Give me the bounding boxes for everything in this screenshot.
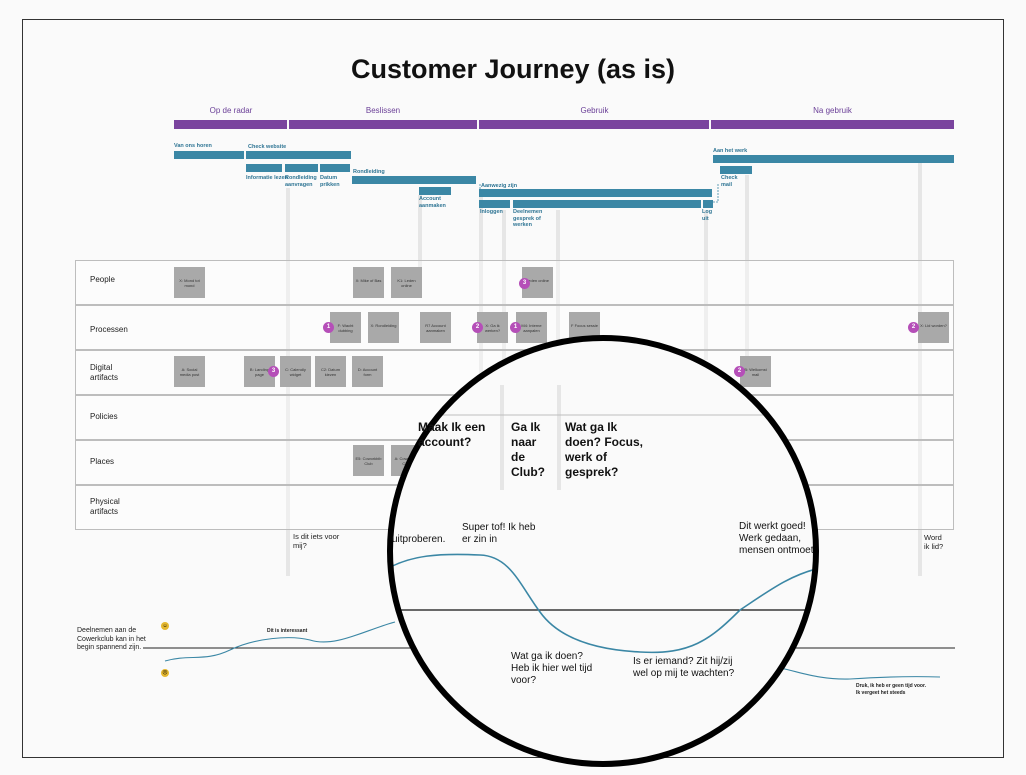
timeline-label-check-website: Check website bbox=[248, 144, 287, 150]
magnifier-quote-wat-ga-ik: Wat ga ik doen? Heb ik hier wel tijd voo… bbox=[511, 651, 593, 686]
touchpoint-card: A: Social media post bbox=[174, 356, 205, 387]
pain-point-dot: 3 bbox=[519, 278, 530, 289]
timeline-label-rondleiding-aanvragen: Rondleiding aanvragen bbox=[285, 175, 317, 188]
timeline-label-check-mail: Check mail bbox=[721, 175, 738, 188]
lane-label-processen: Processen bbox=[90, 325, 128, 334]
timeline-label-account-aanmaken: Account aanmaken bbox=[419, 196, 446, 209]
timeline-bar-aanwezig-zijn bbox=[479, 189, 712, 197]
lane-label-places: Places bbox=[90, 457, 115, 466]
question-word-ik-lid: Word ik lid? bbox=[924, 533, 944, 551]
magnifier-quote-is-er-iemand: Is er iemand? Zit hij/zij wel op mij te … bbox=[633, 656, 735, 679]
touchpoint-card: X: Mike of Bas bbox=[353, 267, 384, 298]
touchpoint-card: F: Wacht dubbing bbox=[330, 312, 361, 343]
magnifier-question-focus: Wat ga Ik doen? Focus, werk of gesprek? bbox=[565, 420, 643, 479]
touchpoint-card: X: Lid worden? bbox=[918, 312, 949, 343]
timeline-label-log-uit: Log uit bbox=[702, 209, 713, 222]
timeline-bar-check-mail bbox=[720, 166, 752, 174]
touchpoint-card: D: Account form bbox=[352, 356, 383, 387]
magnifier-quote-dit-werkt: Dit werkt goed! Werk gedaan, mensen ontm… bbox=[739, 521, 814, 556]
magnifier-quote-super-tof: Super tof! Ik heb er zin in bbox=[462, 522, 536, 545]
timeline-label-aanwezig-zijn: Aanwezig zijn bbox=[481, 183, 518, 189]
lane-label-digital-artifacts: Digital artifacts bbox=[90, 363, 119, 382]
touchpoint-card: E5: Coworkbib Club bbox=[353, 445, 384, 476]
phase-label-na-gebruik: Na gebruik bbox=[813, 106, 852, 115]
pain-point-dot: 1 bbox=[323, 322, 334, 333]
timeline-label-rondleiding: Rondleiding bbox=[353, 169, 385, 175]
magnifier-question-club: Ga Ik naar de Club? bbox=[511, 420, 545, 479]
question-is-dit-iets: Is dit iets voor mij? bbox=[293, 532, 340, 550]
guide-line bbox=[704, 210, 708, 360]
magnifier-quote-uitproberen: uitproberen. bbox=[392, 534, 446, 545]
pain-point-dot: 2 bbox=[472, 322, 483, 333]
timeline-label-deelnemen: Deelnemen gesprek of werken bbox=[513, 209, 543, 228]
frown-icon: ☹ bbox=[161, 669, 169, 677]
timeline-bar-rondleiding-aanvragen bbox=[285, 164, 318, 172]
touchpoint-card: B: Welkomst mail bbox=[740, 356, 771, 387]
touchpoint-card: C: Calendly widget bbox=[280, 356, 311, 387]
timeline-bar-inloggen bbox=[479, 200, 510, 208]
touchpoint-card: R7 Account aanmaken bbox=[420, 312, 451, 343]
guide-line bbox=[918, 163, 922, 576]
phase-bar-na-gebruik bbox=[711, 120, 954, 129]
quote-druk: Druk, ik heb er geen tijd voor. Ik verge… bbox=[856, 683, 927, 696]
guide-line bbox=[418, 195, 422, 295]
quote-dit-is-interessant: Dit is interessant bbox=[267, 628, 308, 634]
magnifier-question-account: Maak Ik een account? bbox=[418, 420, 486, 449]
pain-point-dot: 1 bbox=[510, 322, 521, 333]
timeline-bar-rondleiding bbox=[352, 176, 476, 184]
touchpoint-card: C2: Datum kiezen bbox=[315, 356, 346, 387]
pain-point-dot: 3 bbox=[268, 366, 279, 377]
timeline-label-van-ons-horen: Van ons horen bbox=[174, 143, 212, 149]
page-title: Customer Journey (as is) bbox=[350, 54, 676, 84]
timeline-bar-log-uit bbox=[703, 200, 713, 208]
timeline-bar-aan-het-werk bbox=[713, 155, 954, 163]
phase-bar-gebruik bbox=[479, 120, 709, 129]
touchpoint-card: X: Rondleiding bbox=[368, 312, 399, 343]
phase-bar-op-de-radar bbox=[174, 120, 287, 129]
timeline-bar-van-ons-horen bbox=[174, 151, 244, 159]
timeline-label-datum-prikken: Datum prikken bbox=[320, 175, 340, 188]
touchpoint-card: X: Mond tot mond bbox=[174, 267, 205, 298]
timeline-bar-check-website bbox=[246, 151, 351, 159]
timeline-connector bbox=[479, 184, 719, 203]
phase-label-beslissen: Beslissen bbox=[365, 106, 401, 115]
phase-bar-beslissen bbox=[289, 120, 477, 129]
lane-people bbox=[75, 260, 954, 305]
timeline-label-aan-het-werk: Aan het werk bbox=[713, 148, 748, 154]
emotion-description: Deelnemen aan de Cowerkclub kan in het b… bbox=[77, 627, 146, 651]
guide-line bbox=[745, 175, 749, 365]
timeline-bar-deelnemen bbox=[513, 200, 701, 208]
timeline-label-inloggen: Inloggen bbox=[480, 209, 503, 215]
timeline-label-informatie-lezen: Informatie lezen bbox=[246, 175, 288, 181]
timeline-bar-datum-prikken bbox=[320, 164, 350, 172]
touchpoint-card: M4: Interne aanpalen bbox=[516, 312, 547, 343]
pain-point-dot: 2 bbox=[734, 366, 745, 377]
smile-icon: ☺ bbox=[161, 622, 169, 630]
phase-label-gebruik: Gebruik bbox=[580, 106, 609, 115]
touchpoint-card: K1: Leden online bbox=[391, 267, 422, 298]
lane-label-physical-artifacts: Physical artifacts bbox=[90, 497, 120, 516]
timeline-bar-account-aanmaken bbox=[419, 187, 451, 195]
lane-label-people: People bbox=[90, 275, 115, 284]
lane-label-policies: Policies bbox=[90, 412, 118, 421]
phase-label-op-de-radar: Op de radar bbox=[209, 106, 253, 115]
timeline-bar-informatie-lezen bbox=[246, 164, 282, 172]
pain-point-dot: 2 bbox=[908, 322, 919, 333]
